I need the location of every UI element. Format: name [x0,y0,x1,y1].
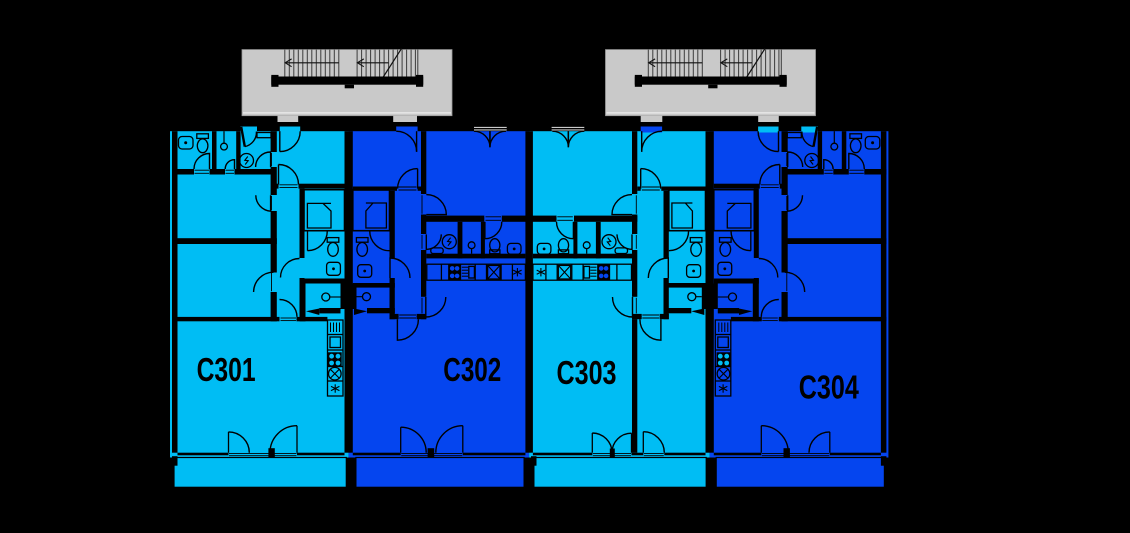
c303-bedroom-wall [632,319,638,453]
duct-shaft-2 [701,283,718,309]
party-wall-2 [525,131,533,453]
unit-c303-area [529,131,710,458]
south-window-wall [177,452,881,456]
unit-label-c302: C302 [443,351,501,388]
balcony-c301 [173,456,347,488]
balcony-c303 [533,456,707,488]
lobby-threshold [277,115,299,122]
structural-walls [172,131,887,456]
unit-labels: C301 C302 C303 C304 [197,351,860,406]
stairwell-2 [604,47,817,122]
north-french-windows [474,126,585,131]
duct-shaft-1 [340,283,357,309]
outer-wall-left [172,131,178,453]
outer-wall-right [880,131,887,453]
unit-c304-area [709,131,889,458]
lobby-threshold [640,115,663,122]
unit-label-c304: C304 [799,369,859,406]
balcony-c304 [715,456,886,488]
unit-c302-area [348,131,530,458]
unit-c303-extras [632,319,638,453]
balcony-doors-c303 [591,431,665,458]
unit-c301-area [170,131,349,458]
unit-label-c301: C301 [197,351,256,388]
unit-label-c303: C303 [557,354,617,391]
lobby-threshold [393,115,417,122]
balconies [172,456,887,488]
balcony-c302 [355,456,525,488]
lobby-threshold [758,115,779,122]
stairwell-1 [241,47,453,122]
